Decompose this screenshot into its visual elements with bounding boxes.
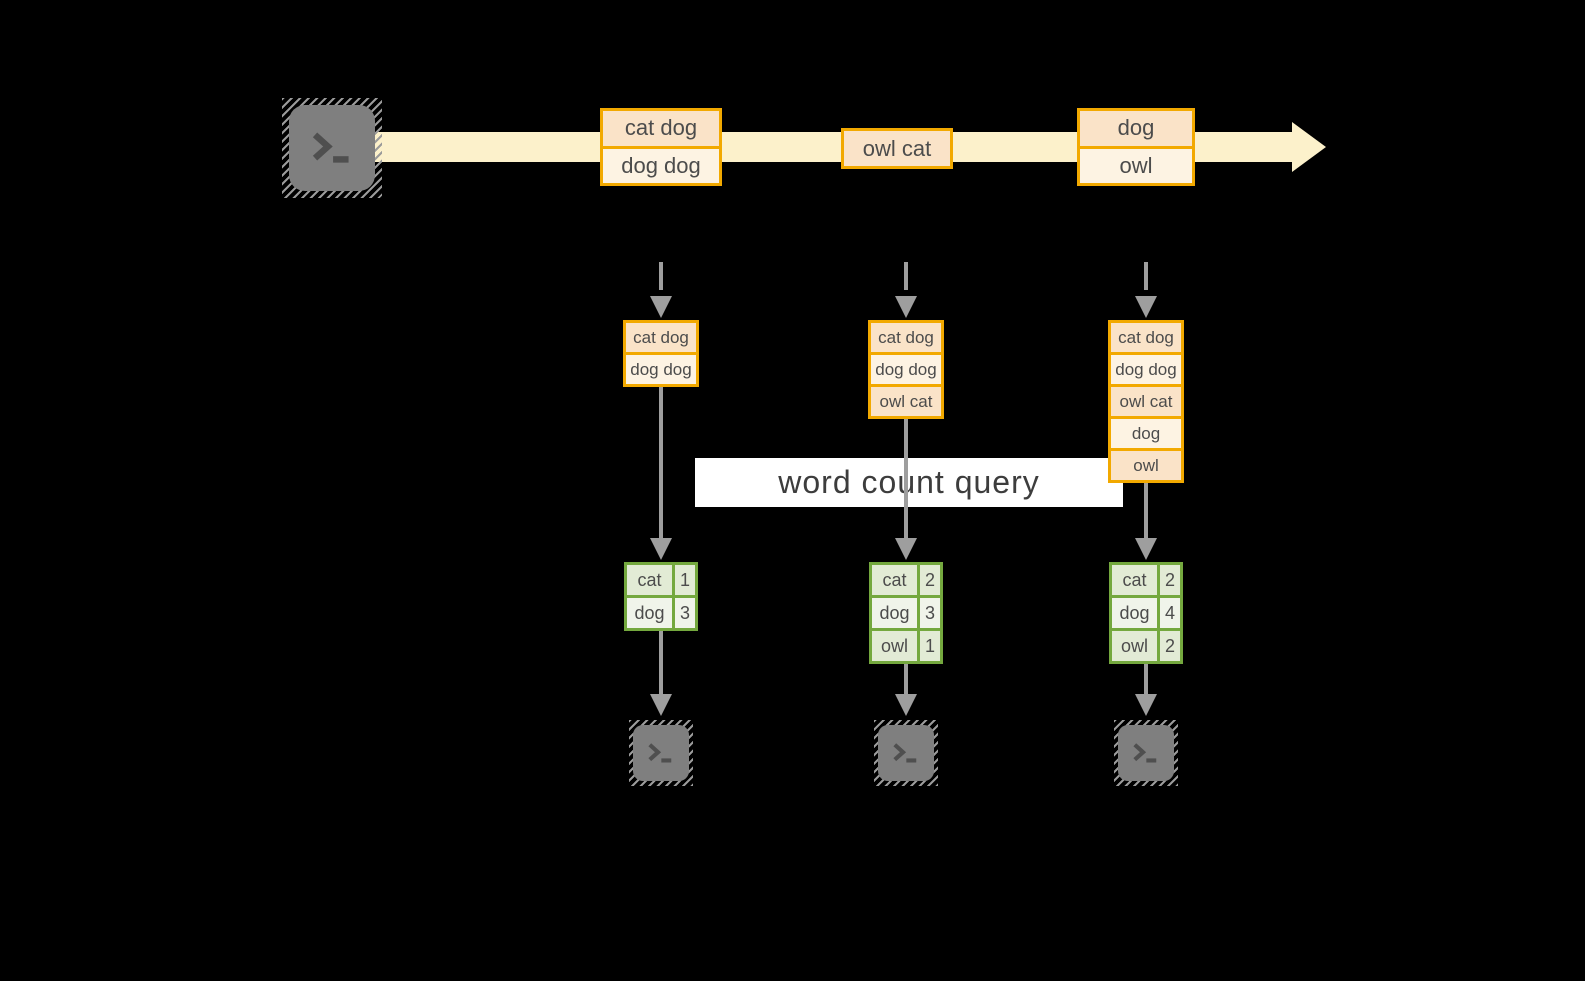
arrow-head	[650, 694, 672, 716]
state-row: cat dog	[871, 323, 941, 352]
arrow-line	[904, 664, 908, 694]
dashed-arrow-line	[904, 262, 908, 290]
state-row: cat dog	[1111, 323, 1181, 352]
stream-timeline-arrowhead	[1292, 122, 1326, 172]
count-cell: 1	[920, 631, 940, 661]
arrow-head	[895, 538, 917, 560]
word-cell: dog	[872, 598, 917, 628]
arrow-head	[1135, 538, 1157, 560]
terminal-prompt-icon	[1133, 743, 1157, 763]
arrow-line	[904, 419, 908, 538]
stream-state-box-1: cat dog dog dog	[623, 320, 699, 387]
arrow-line	[659, 387, 663, 538]
terminal-prompt-icon	[648, 743, 672, 763]
word-cell: owl	[1112, 631, 1157, 661]
stream-state-box-2: cat dog dog dog owl cat	[868, 320, 944, 419]
count-cell: 2	[1160, 631, 1180, 661]
arrow-line	[659, 631, 663, 694]
count-cell: 2	[1160, 565, 1180, 595]
arrow-head	[895, 694, 917, 716]
event-text: owl	[1080, 148, 1192, 183]
count-cell: 4	[1160, 598, 1180, 628]
terminal-icon	[1118, 724, 1174, 782]
arrow-head	[1135, 694, 1157, 716]
dashed-arrow-head	[650, 296, 672, 318]
terminal-prompt-icon	[893, 743, 917, 763]
result-terminal-2	[874, 720, 938, 786]
state-row: dog dog	[1111, 355, 1181, 384]
terminal-icon	[878, 724, 934, 782]
query-label: word count query	[695, 458, 1123, 507]
dashed-arrow-head	[895, 296, 917, 318]
word-cell: owl	[872, 631, 917, 661]
count-cell: 1	[675, 565, 695, 595]
word-cell: cat	[872, 565, 917, 595]
event-text: cat dog	[603, 111, 719, 146]
state-row: dog	[1111, 419, 1181, 448]
arrow-line	[1144, 483, 1148, 538]
arrow-head	[650, 538, 672, 560]
word-cell: dog	[1112, 598, 1157, 628]
state-row: owl cat	[1111, 387, 1181, 416]
word-count-table-3: cat 2 dog 4 owl 2	[1109, 562, 1183, 664]
dashed-arrow-line	[659, 262, 663, 290]
timeline-event-box-1: cat dog dog dog	[600, 108, 722, 186]
word-count-table-2: cat 2 dog 3 owl 1	[869, 562, 943, 664]
dashed-arrow-head	[1135, 296, 1157, 318]
stream-state-box-3: cat dog dog dog owl cat dog owl	[1108, 320, 1184, 483]
state-row: owl	[1111, 451, 1181, 480]
timeline-event-box-2: owl cat	[841, 128, 953, 169]
state-row: owl cat	[871, 387, 941, 416]
word-cell: dog	[627, 598, 672, 628]
dashed-arrow-line	[1144, 262, 1148, 290]
count-cell: 3	[675, 598, 695, 628]
state-row: dog dog	[871, 355, 941, 384]
terminal-icon	[289, 105, 375, 191]
event-text: dog	[1080, 111, 1192, 146]
event-text: owl cat	[844, 131, 950, 166]
source-terminal	[282, 98, 382, 198]
state-row: dog dog	[626, 355, 696, 384]
arrow-line	[1144, 664, 1148, 694]
word-cell: cat	[627, 565, 672, 595]
result-terminal-1	[629, 720, 693, 786]
timeline-event-box-3: dog owl	[1077, 108, 1195, 186]
event-text: dog dog	[603, 148, 719, 183]
terminal-icon	[633, 724, 689, 782]
word-count-table-1: cat 1 dog 3	[624, 562, 698, 631]
terminal-prompt-icon	[313, 132, 349, 163]
count-cell: 3	[920, 598, 940, 628]
result-terminal-3	[1114, 720, 1178, 786]
count-cell: 2	[920, 565, 940, 595]
state-row: cat dog	[626, 323, 696, 352]
word-cell: cat	[1112, 565, 1157, 595]
